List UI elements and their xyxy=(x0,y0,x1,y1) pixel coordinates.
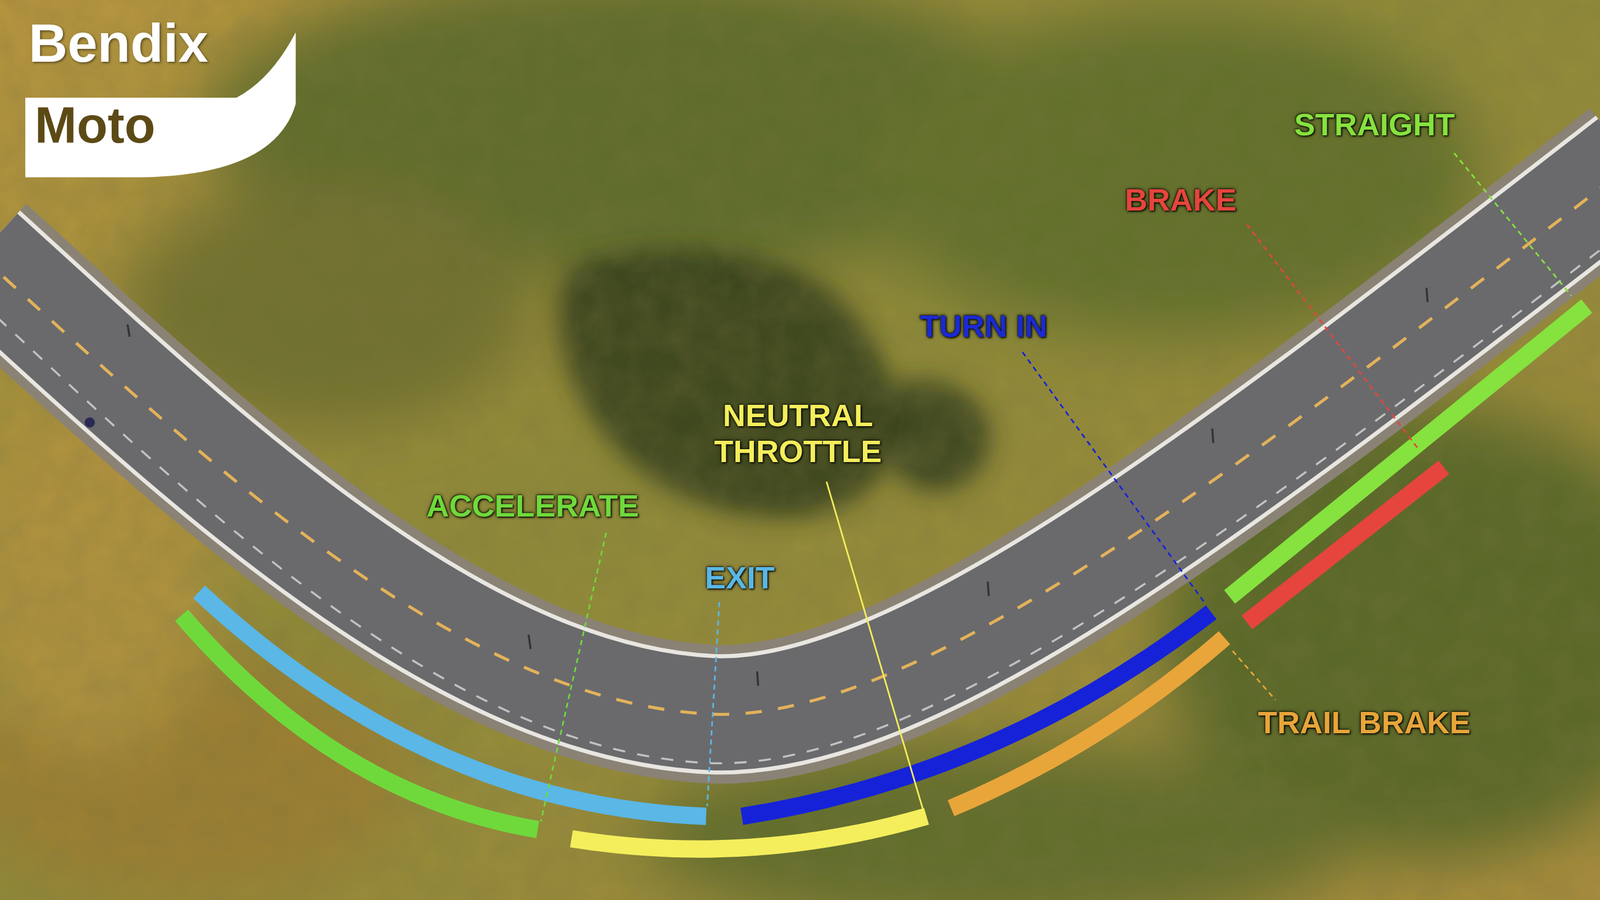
logo-word: Moto xyxy=(34,99,156,151)
phase-label: ACCELERATE xyxy=(426,487,640,524)
phase-label: TURN IN xyxy=(920,308,1048,345)
phase-label: BRAKE xyxy=(1124,181,1237,218)
phase-label: EXIT xyxy=(705,559,775,596)
phase-label: TRAIL BRAKE xyxy=(1258,704,1471,741)
phase-label: NEUTRAL THROTTLE xyxy=(705,397,891,470)
logo-word: Bendix xyxy=(28,16,209,71)
phase-label: STRAIGHT xyxy=(1294,106,1455,143)
logo-badge: BendixMoto xyxy=(20,14,301,180)
